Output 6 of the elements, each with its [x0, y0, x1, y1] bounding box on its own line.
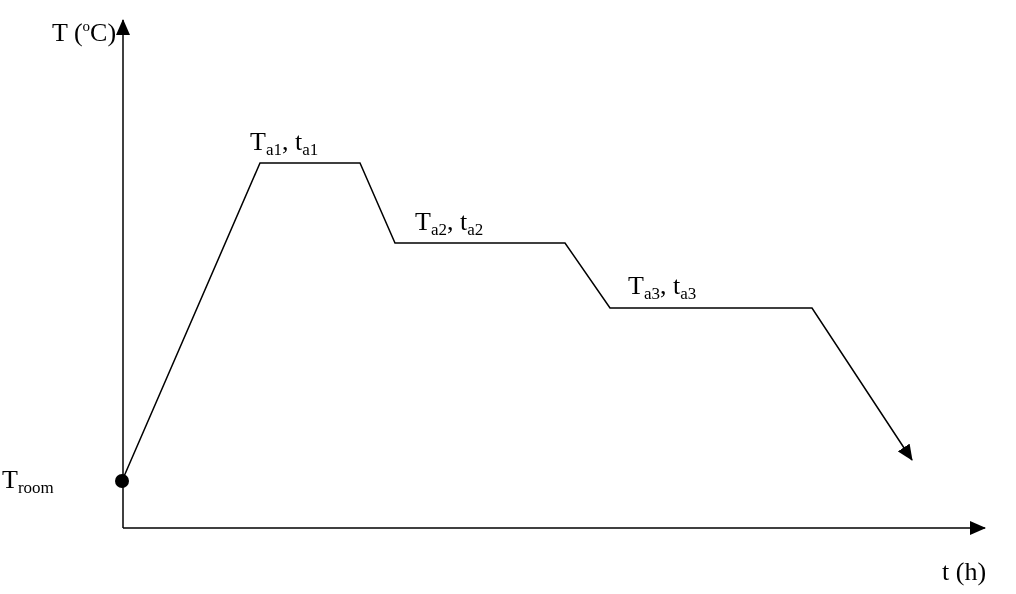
temperature-label: T$_{room}$ — [2, 466, 54, 498]
hold-label: T$_{a1}$, t$_{a1}$ — [250, 128, 319, 160]
axis-label: t (h) — [942, 558, 987, 587]
hold-label: T$_{a2}$, t$_{a2}$ — [415, 208, 484, 240]
hold-label: T$_{a3}$, t$_{a3}$ — [628, 272, 697, 304]
axis-label: T ($^{o}$C) — [52, 18, 117, 48]
